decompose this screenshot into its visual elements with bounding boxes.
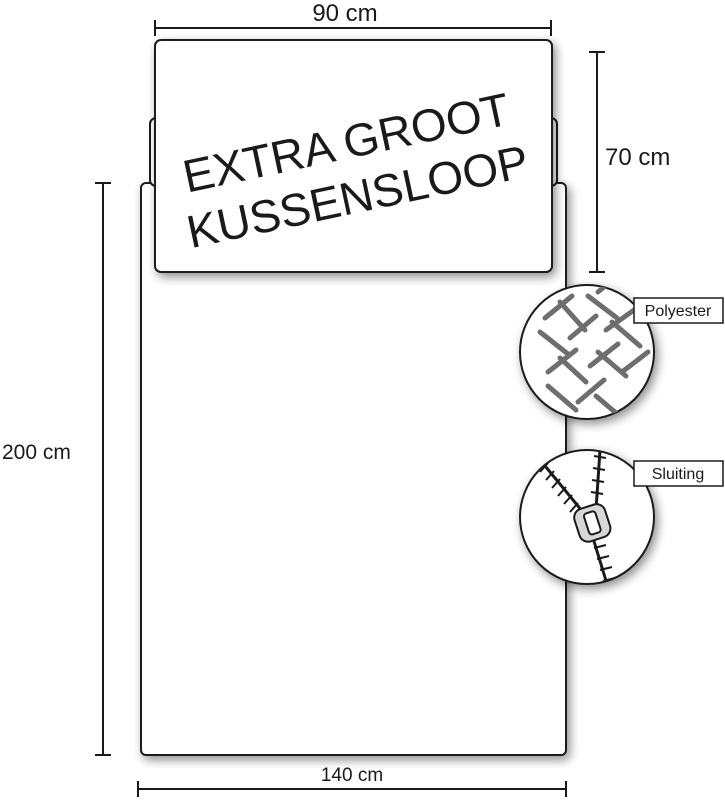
dimension-label-pillow-width: 90 cm (312, 0, 377, 27)
zipper-icon (539, 450, 616, 584)
closure-label: Sluiting (652, 466, 704, 483)
dimension-sheet-length (95, 182, 111, 756)
fabric-weave-icon (537, 285, 651, 419)
dimension-label-sheet-length: 200 cm (2, 441, 71, 464)
dimension-label-pillow-height: 70 cm (605, 144, 670, 171)
dimension-pillow-width (154, 20, 552, 36)
fabric-label: Polyester (645, 303, 712, 320)
dimension-pillow-height (589, 51, 605, 273)
dimension-sheet-width (137, 781, 567, 797)
pillowcase: EXTRA GROOT KUSSENSLOOP (149, 39, 558, 273)
closure-callout: Sluiting (519, 449, 724, 585)
dimension-label-sheet-width: 140 cm (321, 765, 383, 786)
fabric-callout: Polyester (519, 284, 724, 420)
